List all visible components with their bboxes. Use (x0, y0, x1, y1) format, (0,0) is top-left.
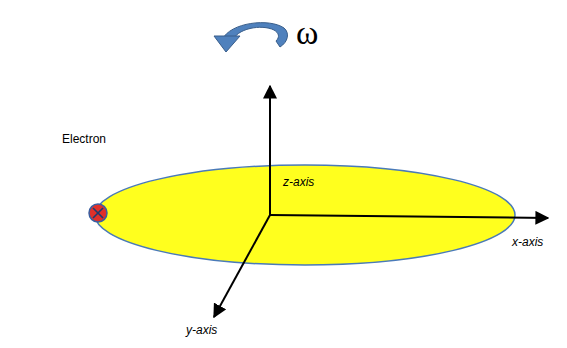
particle-label: Electron (62, 133, 106, 146)
axis-label: z-axis (283, 176, 314, 189)
axis-label: x-axis (512, 236, 543, 249)
z-axis-line (269, 86, 271, 215)
axis-label: y-axis (186, 324, 217, 337)
y-axis-line (214, 215, 270, 317)
electron-symbol (89, 204, 107, 222)
omega-symbol: ω (296, 14, 318, 51)
rotation-arrow (214, 23, 287, 52)
x-axis-line (270, 215, 548, 218)
